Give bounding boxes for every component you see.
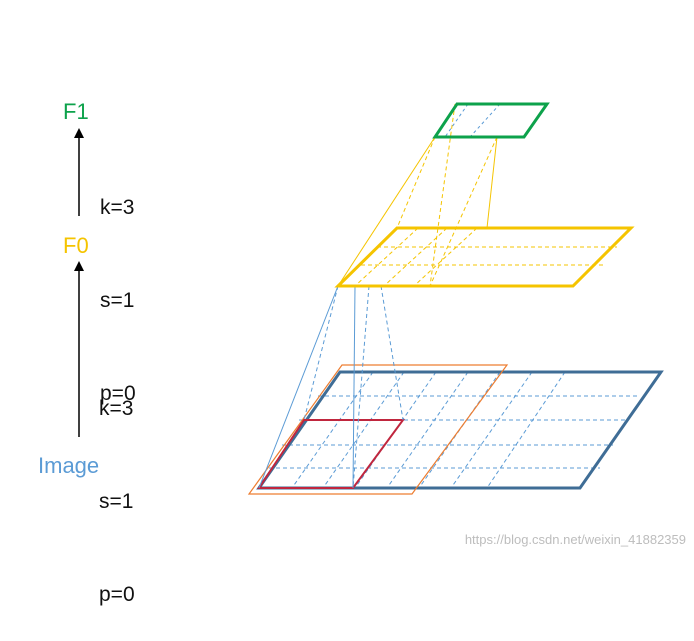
param-k-bottom: k=3 <box>99 397 134 420</box>
image-plane <box>256 370 664 490</box>
f0-grid <box>334 226 635 288</box>
projection-image-to-f0 <box>258 285 404 489</box>
param-p-top: p=0 <box>100 382 136 405</box>
param-s-bottom: s=1 <box>99 490 134 513</box>
projection-f0-to-f1 <box>337 103 498 287</box>
image-label: Image <box>38 453 100 478</box>
padding-outline <box>247 364 509 495</box>
param-k-top: k=3 <box>100 196 135 219</box>
kernel-window <box>257 419 405 489</box>
conv-diagram <box>74 102 664 495</box>
f1-label: F1 <box>63 99 89 124</box>
param-p-bottom: p=0 <box>99 583 135 606</box>
param-s-top: s=1 <box>100 289 135 312</box>
f0-label: F0 <box>63 233 89 258</box>
params-bottom: k=3 s=1 p=0 <box>99 331 135 641</box>
f1-plane <box>432 102 550 139</box>
watermark: https://blog.csdn.net/weixin_41882359 <box>464 532 686 547</box>
f0-plane <box>334 226 635 288</box>
f1-inner-lines <box>444 103 501 138</box>
params-top: k=3 s=1 p=0 <box>100 130 136 440</box>
image-grid <box>256 370 664 490</box>
